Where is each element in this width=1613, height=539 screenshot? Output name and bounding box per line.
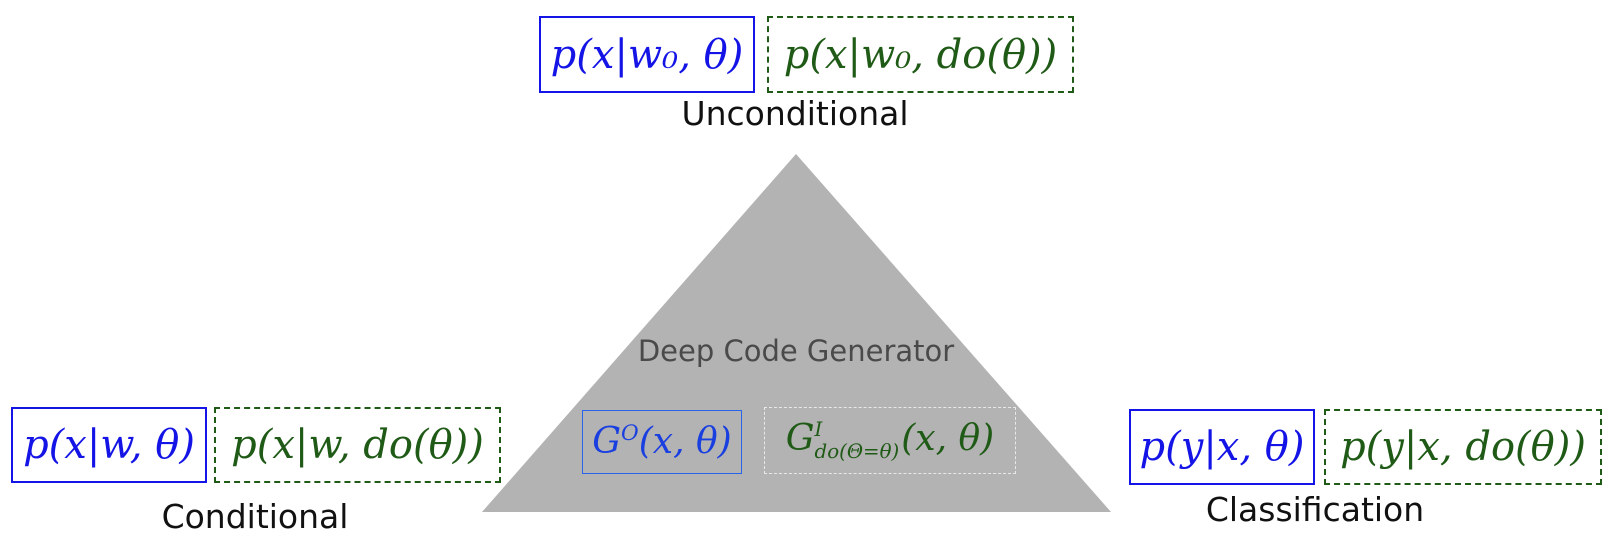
right-caption: Classification <box>1205 490 1425 529</box>
left-observational-formula: p(x|w, θ) <box>23 422 195 468</box>
right-observational-formula: p(y|x, θ) <box>1139 424 1305 470</box>
top-observational-formula: p(x|w₀, θ) <box>550 31 744 78</box>
generator-observational-box: GO(x, θ) <box>582 410 742 474</box>
top-interventional-formula: p(x|w₀, do(θ)) <box>783 31 1058 78</box>
right-interventional-box: p(y|x, do(θ)) <box>1324 409 1602 485</box>
generator-observational-sup: O <box>621 421 639 446</box>
top-interventional-box: p(x|w₀, do(θ)) <box>767 16 1074 93</box>
generator-interventional-sup: I <box>814 417 823 441</box>
generator-label: Deep Code Generator <box>637 334 955 368</box>
right-interventional-formula: p(y|x, do(θ)) <box>1340 424 1586 470</box>
right-observational-box: p(y|x, θ) <box>1129 409 1315 485</box>
top-observational-box: p(x|w₀, θ) <box>539 16 755 93</box>
left-caption: Conditional <box>161 497 349 536</box>
left-observational-box: p(x|w, θ) <box>11 407 207 483</box>
generator-observational-args: (x, θ) <box>638 421 732 462</box>
top-caption: Unconditional <box>681 94 909 133</box>
generator-interventional-base: G <box>785 417 815 459</box>
left-interventional-box: p(x|w, do(θ)) <box>214 407 501 483</box>
generator-interventional-args: (x, θ) <box>901 417 995 459</box>
left-interventional-formula: p(x|w, do(θ)) <box>231 422 484 468</box>
generator-interventional-sub: do(Θ=θ) <box>814 439 900 463</box>
generator-observational-base: G <box>592 421 622 462</box>
generator-observational-formula: GO(x, θ) <box>592 421 732 462</box>
